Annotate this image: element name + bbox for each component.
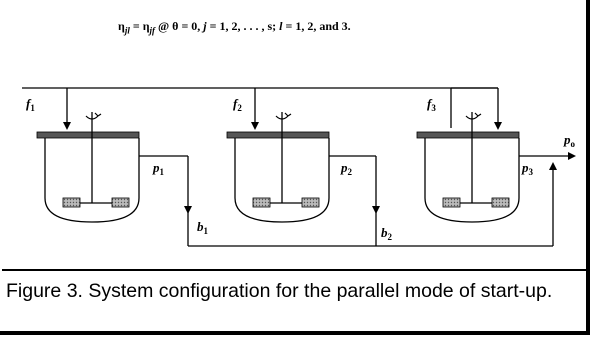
feed-label-2: f2	[233, 96, 242, 113]
outlet-label: po	[563, 132, 576, 149]
initial-condition-equation: ηjl = ηjf @ θ = 0, j = 1, 2, . . . , s; …	[118, 19, 351, 36]
product-label-3: p3	[521, 160, 534, 177]
feed-label-3: f3	[427, 96, 436, 113]
feed-label-1: f1	[26, 96, 35, 113]
tank-1	[36, 112, 140, 223]
figure-caption: Figure 3. System configuration for the p…	[6, 280, 553, 302]
bypass-label-2: b2	[381, 225, 393, 242]
product-label-1: p1	[152, 160, 165, 177]
caption-divider	[2, 269, 586, 271]
parallel-startup-diagram: f1 f2 f3 p1 p2 p3 b1 b2 po	[22, 87, 576, 247]
bypass-label-1: b1	[197, 219, 209, 236]
tank-3	[416, 112, 520, 223]
tank-2	[226, 112, 330, 223]
product-label-2: p2	[340, 160, 353, 177]
